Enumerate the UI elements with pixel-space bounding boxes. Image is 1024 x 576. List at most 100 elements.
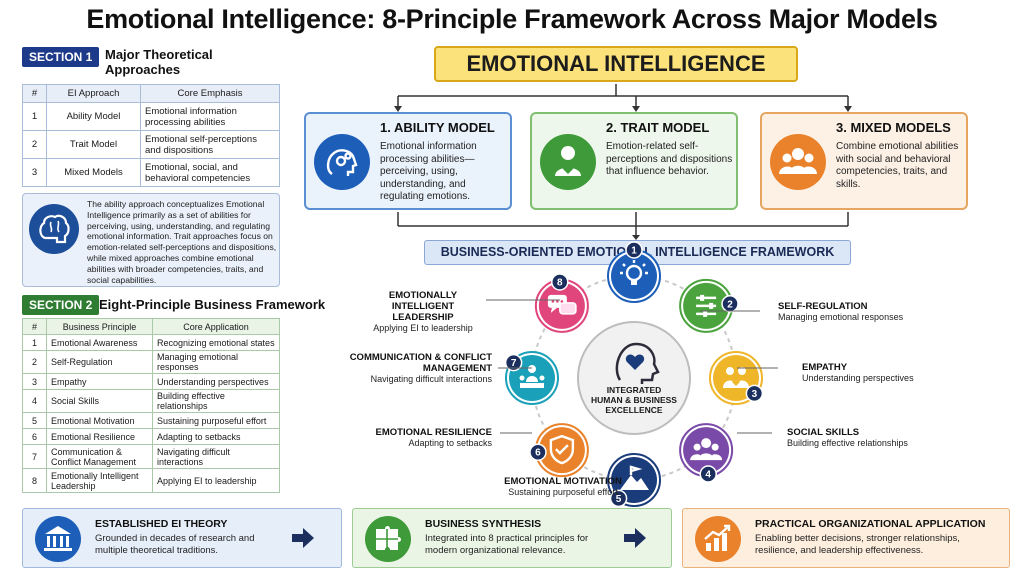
gears-head-icon [314,134,370,190]
ring-label-sub: Building effective relationships [787,438,908,448]
table1-header-emphasis: Core Emphasis [140,84,280,103]
row-application: Applying EI to leadership [152,468,280,493]
node-number-badge [699,465,717,483]
model-card-3: 3. MIXED MODELS Combine emotional abiliti… [760,112,968,210]
section1-title-line1: Major Theoretical [105,47,213,62]
row-principle: Emotionally Intelligent Leadership [46,468,153,493]
group-icon [770,134,826,190]
bottom-desc: Enabling better decisions, stronger rela… [755,533,960,556]
row-emphasis: Emotional self-perceptions and dispositi… [140,130,280,159]
ring-label-title: EMOTIONAL RESILIENCE [375,427,492,438]
ring-label-title: EMOTIONALLY INTELLIGENT LEADERSHIP [388,290,458,323]
ei-title-box: EMOTIONAL INTELLIGENCE [434,46,798,82]
model-desc: Emotion-related self-perceptions and dis… [606,141,733,177]
row-emphasis: Emotional information processing abiliti… [140,102,280,131]
mountain-flag-icon [620,465,649,490]
section2-badge: SECTION 2 [22,295,100,315]
sliders-icon [696,294,717,317]
ring-label-title: COMMUNICATION & CONFLICT MANAGEMENT [349,352,492,374]
shield-check-icon [549,434,575,465]
row-approach: Trait Model [46,130,141,159]
right-arrow-icon [622,526,648,555]
row-principle: Communication & Conflict Management [46,444,153,469]
table-row: 3 Mixed Models Emotional, social, and be… [22,158,280,187]
table1-header-approach: EI Approach [46,84,141,103]
table-row: 2 Trait Model Emotional self-perceptions… [22,130,280,159]
bottom-panel-1: ESTABLISHED EI THEORY Grounded in decades… [22,508,342,568]
model-title: 2. TRAIT MODEL [606,120,710,135]
model-card-2: 2. TRAIT MODEL Emotion-related self-perce… [530,112,738,210]
center-circle [577,321,691,435]
people-icon [690,438,723,461]
ring-label-title: EMOTIONAL MOTIVATION [504,476,622,487]
ring-label-title: EMPATHY [802,362,848,373]
bottom-desc: Integrated into 8 practical principles f… [425,533,589,556]
ring-label-title: SOCIAL SKILLS [787,427,860,438]
section1-title-line2: Approaches [105,62,181,77]
right-arrow-icon [290,526,316,555]
node-number: 7 [511,358,517,369]
section1-badge: SECTION 1 [22,47,100,67]
bottom-title: BUSINESS SYNTHESIS [425,518,542,530]
node-number: 4 [705,470,711,481]
person-heart-icon [540,134,596,190]
ring-node-2: 2 [679,278,739,333]
ring-label-sub: Managing emotional responses [778,312,904,322]
row-application: Managing emotional responses [152,350,280,374]
ring-node-4: 4 [679,423,734,483]
row-num: 2 [22,350,47,374]
row-num: 1 [22,102,47,131]
hands-icon [723,367,749,388]
brain-icon [29,204,79,254]
node-number-badge [625,241,643,259]
model-title: 1. ABILITY MODEL [380,120,495,135]
node-number: 3 [752,389,758,400]
bottom-panel-2: BUSINESS SYNTHESIS Integrated into 8 prac… [352,508,672,568]
ring-node-3: 3 [709,351,764,405]
node-number-badge [745,384,764,403]
puzzle-icon [365,516,411,562]
approaches-summary-text: The ability approach conceptualizes Emot… [87,199,277,285]
node-number-badge [609,489,628,508]
approaches-summary-box: The ability approach conceptualizes Emot… [22,193,280,287]
ring-label-sub: Adapting to setbacks [408,438,492,448]
model-desc: Combine emotional abilities with social … [836,141,959,190]
bottom-title: PRACTICAL ORGANIZATIONAL APPLICATION [755,518,986,530]
ring-node-5: 5 [607,453,661,508]
node-number-badge [504,353,523,372]
node-number: 6 [535,448,541,459]
ring-label-title: SELF-REGULATION [778,301,868,312]
node-number-badge [551,273,569,291]
row-num: 4 [22,389,47,413]
node-number: 1 [631,246,637,257]
node-number: 8 [557,277,563,288]
approaches-table: # EI Approach Core Emphasis 1 Ability Mo… [22,84,280,187]
chat-icon [547,294,577,315]
row-emphasis: Emotional, social, and behavioral compet… [140,158,280,187]
table1-header-num: # [22,84,47,103]
section1-title: Major Theoretical Approaches [105,47,213,77]
table2-header-principle: Business Principle [46,318,153,335]
leader-icon [519,365,545,388]
bottom-desc: Grounded in decades of research and mult… [95,533,255,556]
ring-node-8: 8 [534,273,589,333]
bottom-title: ESTABLISHED EI THEORY [95,518,228,530]
page-title: Emotional Intelligence: 8-Principle Fram… [86,4,938,34]
ring-label-sub: Understanding perspectives [802,373,914,383]
ring-node-1: 1 [607,241,661,303]
model-title: 3. MIXED MODELS [836,120,951,135]
